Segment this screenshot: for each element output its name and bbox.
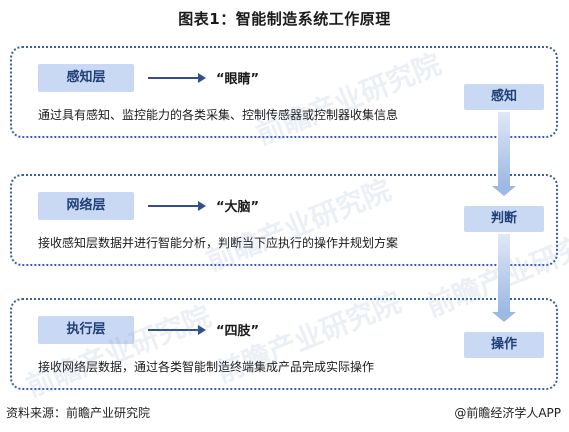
brand-credit: @前瞻经济学人APP [454, 406, 561, 420]
function-badge-perceive: 感知 [464, 84, 544, 110]
layer-description: 通过具有感知、监控能力的各类采集、控制传感器或控制器收集信息 [38, 108, 399, 122]
layer-description: 接收网络层数据，通过各类智能制造终端集成产品完成实际操作 [38, 360, 375, 374]
down-arrow-icon [492, 112, 516, 196]
source-note: 资料来源：前瞻产业研究院 [6, 406, 151, 420]
layer-label-network: 网络层 [38, 192, 134, 220]
layer-metaphor-eyes: “眼睛” [216, 72, 260, 87]
layer-description: 接收感知层数据并进行智能分析，判断当下应执行的操作并规划方案 [38, 236, 399, 250]
layer-label-execution: 执行层 [38, 316, 134, 344]
function-badge-judge: 判断 [464, 206, 544, 232]
layer-metaphor-brain: “大脑” [216, 200, 260, 215]
layer-metaphor-limbs: “四肢” [216, 324, 260, 339]
right-arrow-icon [148, 73, 206, 83]
diagram-title: 图表1：智能制造系统工作原理 [178, 10, 391, 28]
down-arrow-icon [492, 234, 516, 322]
function-badge-operate: 操作 [464, 332, 544, 358]
right-arrow-icon [148, 201, 206, 211]
layer-label-perception: 感知层 [38, 64, 134, 92]
right-arrow-icon [148, 325, 206, 335]
